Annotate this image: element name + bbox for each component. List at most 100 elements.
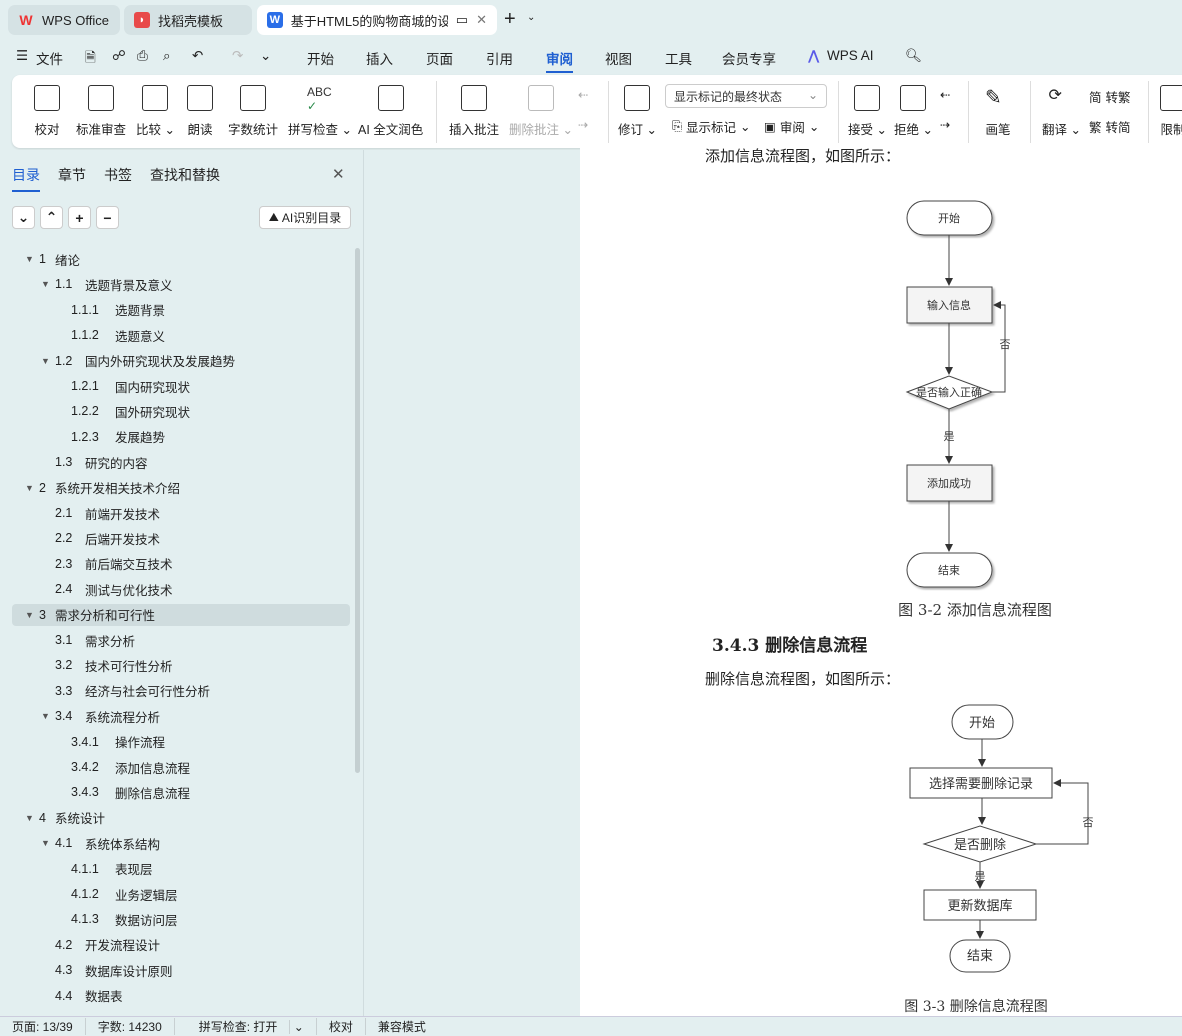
menu-wps-ai[interactable]: WPS AI [827, 48, 874, 63]
to-simplified-button[interactable]: 繁转简 [1089, 117, 1131, 136]
scrollbar[interactable] [355, 248, 360, 773]
compare-button[interactable]: 比较 ⌄ [136, 85, 175, 138]
expand-arrow-icon[interactable]: ▼ [41, 279, 50, 290]
expand-arrow-icon[interactable]: ▼ [25, 482, 34, 493]
review-pane-button[interactable]: ▣审阅 ⌄ [764, 117, 819, 136]
print-icon[interactable]: ⎙ [137, 48, 148, 63]
revise-button[interactable]: 修订 ⌄ [618, 85, 657, 138]
next-change-icon[interactable]: ⇢ [940, 118, 951, 132]
restrict-button[interactable]: 限制 [1160, 85, 1182, 138]
spell-check-status[interactable]: 拼写检查: 打开 ⌄ [175, 1018, 317, 1035]
new-tab-icon[interactable]: + [504, 8, 516, 30]
collapse-up-button[interactable]: ⌃ [40, 206, 63, 229]
tab-find-replace[interactable]: 查找和替换 [150, 167, 220, 183]
tab-bookmarks[interactable]: 书签 [104, 167, 132, 183]
menu-review[interactable]: 审阅 [546, 48, 573, 73]
reject-button[interactable]: 拒绝 ⌄ [894, 85, 933, 138]
expand-down-button[interactable]: ⌄ [12, 206, 35, 229]
hamburger-icon[interactable]: ☰ [16, 48, 29, 63]
page-count[interactable]: 页面: 13/39 [0, 1018, 86, 1035]
prev-change-icon[interactable]: ⇠ [940, 88, 951, 102]
close-tab-icon[interactable]: ✕ [476, 12, 487, 27]
std-review-button[interactable]: 标准审查 [76, 85, 126, 138]
prev-comment-icon[interactable]: ⇠ [578, 88, 589, 102]
link-icon[interactable]: ☍ [112, 48, 126, 63]
tab-chapters[interactable]: 章节 [58, 167, 86, 183]
menu-file[interactable]: 文件 [36, 52, 63, 67]
proof-button[interactable]: 校对 [34, 85, 60, 138]
menu-start[interactable]: 开始 [307, 52, 334, 67]
menu-insert[interactable]: 插入 [366, 52, 393, 67]
menu-view[interactable]: 视图 [605, 52, 632, 67]
menu-tools[interactable]: 工具 [665, 52, 692, 67]
to-traditional-button[interactable]: 简转繁 [1089, 87, 1131, 106]
save-icon[interactable]: 🗎 [85, 50, 96, 65]
remove-level-button[interactable]: − [96, 206, 119, 229]
expand-arrow-icon[interactable]: ▼ [41, 711, 50, 722]
menu-reference[interactable]: 引用 [486, 52, 513, 67]
monitor-icon[interactable]: ▭ [455, 12, 469, 27]
ai-polish-button[interactable]: AI 全文润色 [358, 85, 423, 138]
expand-arrow-icon[interactable]: ▼ [41, 355, 50, 366]
more-chevron-icon[interactable]: ⌄ [260, 48, 272, 63]
menu-page[interactable]: 页面 [426, 52, 453, 67]
menu-member[interactable]: 会员专享 [722, 52, 776, 67]
show-markup-button[interactable]: ⎘显示标记 ⌄ [672, 119, 751, 135]
undo-icon[interactable]: ↶ [192, 48, 204, 63]
expand-arrow-icon[interactable]: ▼ [25, 609, 34, 620]
markup-state-select[interactable]: 显示标记的最终状态⌄ [665, 84, 827, 108]
redo-icon[interactable]: ↷ [232, 48, 244, 63]
delete-comment-button[interactable]: 删除批注 ⌄ [509, 85, 573, 138]
tab-toc[interactable]: 目录 [12, 165, 40, 192]
expand-arrow-icon[interactable]: ▼ [41, 838, 50, 849]
ai-toc-button[interactable]: ⛰AI识别目录 [259, 206, 351, 229]
expand-arrow-icon[interactable]: ▼ [25, 812, 34, 823]
add-level-button[interactable]: + [68, 206, 91, 229]
chevron-down-icon[interactable]: ⌄ [527, 12, 536, 23]
expand-arrow-icon[interactable]: ▼ [25, 254, 34, 264]
tab-template[interactable]: ◗找稻壳模板 [124, 5, 252, 35]
spell-check-button[interactable]: ABC✓拼写检查 ⌄ [288, 85, 352, 138]
translate-button[interactable]: ⟳翻译 ⌄ [1042, 85, 1081, 138]
word-count-button[interactable]: 字数统计 [228, 85, 278, 138]
next-comment-icon[interactable]: ⇢ [578, 118, 589, 132]
proof-status[interactable]: 校对 [317, 1018, 366, 1035]
insert-comment-button[interactable]: 插入批注 [449, 85, 499, 138]
close-pane-icon[interactable]: ✕ [332, 166, 345, 183]
accept-button[interactable]: 接受 ⌄ [848, 85, 887, 138]
print-preview-icon[interactable]: ⌕ [163, 48, 171, 63]
search-icon[interactable]: 🔍︎ [905, 48, 923, 63]
pen-button[interactable]: ✎画笔 [985, 85, 1011, 138]
read-aloud-button[interactable]: 朗读 [187, 85, 213, 138]
